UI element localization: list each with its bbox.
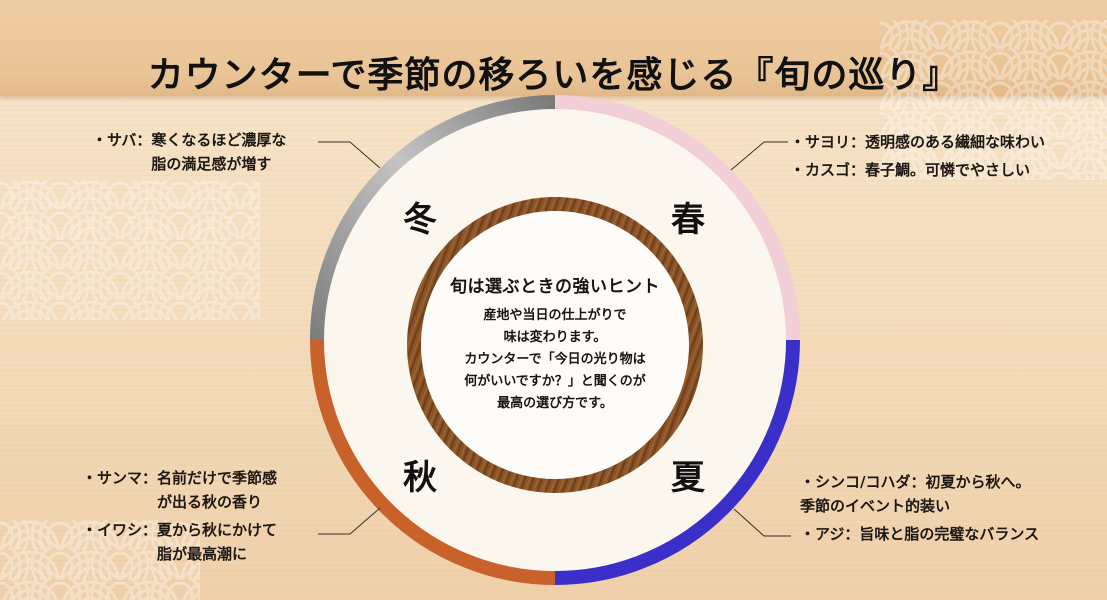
winter-arc xyxy=(310,95,556,341)
summer-arc xyxy=(554,339,800,585)
autumn-notes: ・サンマ： 名前だけで季節感 が出る秋の香り ・イワシ： 夏から秋にかけて 脂が… xyxy=(82,466,277,566)
note-item: ・カスゴ： 春子鯛。可憐でやさしい xyxy=(790,158,1045,182)
fish-name: ・サヨリ： xyxy=(790,133,866,151)
fish-name: ・サンマ： xyxy=(82,469,158,487)
fish-desc: 旨味と脂の完璧なバランス xyxy=(859,525,1040,543)
fish-name: ・カスゴ： xyxy=(790,161,866,179)
fish-name: ・サバ： xyxy=(92,131,152,149)
fish-desc: 名前だけで季節感 が出る秋の香り xyxy=(157,469,278,511)
season-label-spring: 春 xyxy=(671,200,705,240)
summer-notes: ・シンコ/コハダ：初夏から秋へ。 季節のイベント的装い ・アジ： 旨味と脂の完璧… xyxy=(800,470,1039,546)
note-item: ・サンマ： 名前だけで季節感 が出る秋の香り xyxy=(82,466,277,514)
season-label-autumn: 秋 xyxy=(403,458,437,498)
winter-notes: ・サバ： 寒くなるほど濃厚な 脂の満足感が増す xyxy=(92,128,286,176)
note-item: ・アジ： 旨味と脂の完璧なバランス xyxy=(800,522,1039,546)
spring-arc xyxy=(554,95,800,341)
center-heading: 旬は選ぶときの強いヒント xyxy=(450,277,660,297)
leader-line-summer xyxy=(733,508,791,537)
fish-desc: 透明感のある繊細な味わい xyxy=(865,133,1046,151)
note-item: ・イワシ： 夏から秋にかけて 脂が最高潮に xyxy=(82,518,277,566)
inner-disc xyxy=(421,211,689,479)
fish-name: ・イワシ： xyxy=(82,521,158,539)
fish-desc: 夏から秋にかけて 脂が最高潮に xyxy=(157,521,278,563)
center-body: 産地や当日の仕上がりで 味は変わります。 カウンターで「今日の光り物は 何がいい… xyxy=(464,308,646,411)
fish-name: ・アジ： xyxy=(800,525,860,543)
leader-line-winter xyxy=(318,141,381,169)
center-hint: 旬は選ぶときの強いヒント 産地や当日の仕上がりで 味は変わります。 カウンターで… xyxy=(425,272,685,415)
season-label-winter: 冬 xyxy=(403,200,437,240)
leader-line-autumn xyxy=(318,507,381,535)
fish-name: ・シンコ/コハダ： xyxy=(800,473,926,491)
leader-line-spring xyxy=(730,141,788,171)
page-title: カウンターで季節の移ろいを感じる『旬の巡り』 xyxy=(147,54,960,97)
fish-desc: 春子鯛。可憐でやさしい xyxy=(865,161,1031,179)
note-item: ・シンコ/コハダ：初夏から秋へ。 季節のイベント的装い xyxy=(800,470,1039,518)
fish-desc-text: 初夏から秋へ。 季節のイベント的装い xyxy=(800,473,1031,515)
note-item: ・サバ： 寒くなるほど濃厚な 脂の満足感が増す xyxy=(92,128,286,176)
fish-desc: 寒くなるほど濃厚な 脂の満足感が増す xyxy=(151,131,287,173)
season-label-summer: 夏 xyxy=(671,458,705,498)
autumn-arc xyxy=(310,339,556,585)
fish-desc: ・シンコ/コハダ：初夏から秋へ。 季節のイベント的装い xyxy=(800,470,1031,518)
note-item: ・サヨリ： 透明感のある繊細な味わい xyxy=(790,130,1045,154)
spring-notes: ・サヨリ： 透明感のある繊細な味わい ・カスゴ： 春子鯛。可憐でやさしい xyxy=(790,130,1045,182)
